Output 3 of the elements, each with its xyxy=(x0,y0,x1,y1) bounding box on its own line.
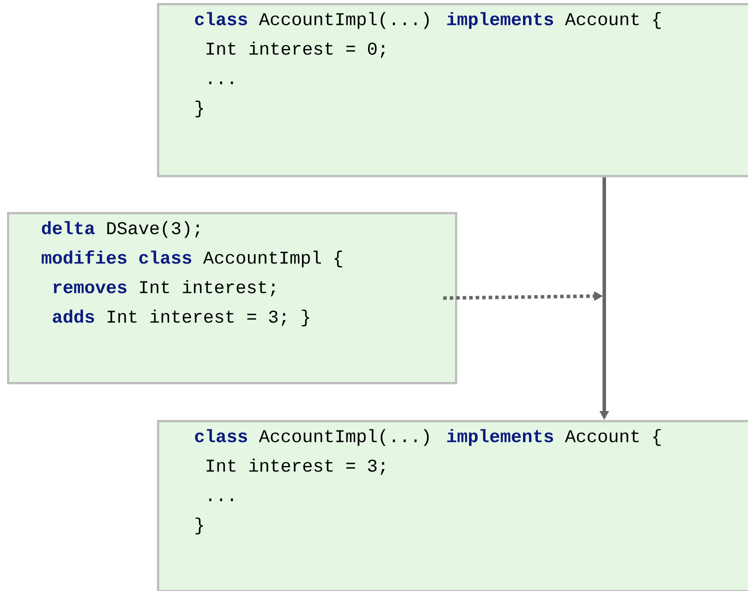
code-box: delta DSave(3); modifies class AccountImpl { removes Int interest; adds Int interest = 3; } xyxy=(7,212,458,384)
code-box: class AccountImpl(...) implements Account { Int interest = 3; ... } xyxy=(157,420,748,591)
code-box: class AccountImpl(...) implements Account { Int interest = 0; ... } xyxy=(157,3,748,178)
